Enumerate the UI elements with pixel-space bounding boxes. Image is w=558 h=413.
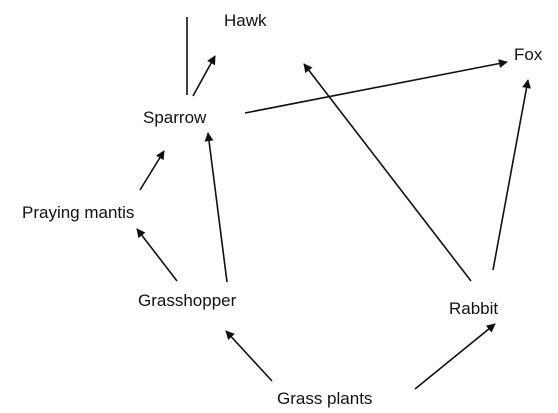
node-grass-plants: Grass plants — [277, 389, 372, 408]
edge-sparrow-to-fox — [244, 59, 508, 114]
edge-grasshopper-to-praying-mantis — [136, 228, 178, 282]
node-fox: Fox — [514, 45, 543, 64]
edge-rabbit-to-fox — [492, 79, 531, 271]
node-praying-mantis: Praying mantis — [22, 203, 134, 222]
edge-grasshopper-to-sparrow — [204, 132, 228, 283]
node-hawk: Hawk — [224, 11, 267, 30]
edge-sparrow-to-hawk — [192, 55, 216, 97]
edge-rabbit-to-hawk — [303, 63, 472, 282]
node-sparrow: Sparrow — [143, 108, 207, 127]
node-grasshopper: Grasshopper — [138, 291, 237, 310]
edge-grass-plants-to-rabbit — [414, 323, 496, 390]
edge-praying-mantis-to-sparrow — [139, 150, 165, 191]
edge-grass-plants-to-grasshopper — [225, 330, 273, 382]
node-rabbit: Rabbit — [449, 299, 498, 318]
